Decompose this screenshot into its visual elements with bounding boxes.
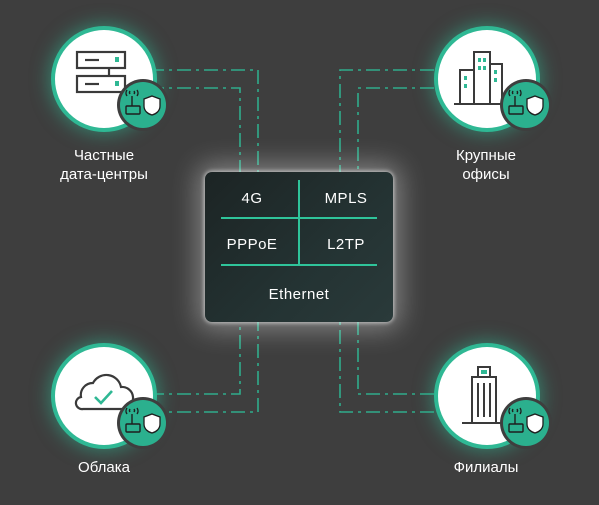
panel-divider-vertical <box>298 180 300 264</box>
router-shield-icon <box>125 407 161 434</box>
protocol-4g: 4G <box>241 190 263 207</box>
offices-label: Крупные офисы <box>406 146 566 184</box>
protocol-mpls: MPLS <box>324 190 368 207</box>
cloud-label: Облака <box>24 458 184 477</box>
protocol-l2tp: L2TP <box>327 236 365 253</box>
router-shield-icon <box>125 89 161 116</box>
branch-building-icon <box>462 366 506 424</box>
office-buildings-icon <box>454 51 512 105</box>
datacenters-label: Частные дата-центры <box>24 146 184 184</box>
cloud-label-text: Облака <box>78 459 130 476</box>
cloud-check-icon <box>74 373 135 411</box>
router-shield-badge <box>120 82 166 128</box>
protocol-ethernet: Ethernet <box>268 286 330 303</box>
datacenters-label-line1: Частные <box>73 147 135 164</box>
panel-divider-2 <box>221 264 377 266</box>
router-shield-badge <box>503 400 549 446</box>
protocol-pppoe: PPPoE <box>226 236 278 253</box>
router-shield-badge <box>503 82 549 128</box>
router-shield-icon <box>508 407 544 434</box>
router-shield-badge <box>120 400 166 446</box>
branches-label: Филиалы <box>406 458 566 477</box>
router-shield-icon <box>508 89 544 116</box>
protocols-panel: 4G MPLS PPPoE L2TP Ethernet <box>205 172 393 322</box>
offices-label-line1: Крупные <box>456 147 516 164</box>
branches-label-text: Филиалы <box>453 459 519 476</box>
server-rack-icon <box>75 50 127 94</box>
offices-label-line2: офисы <box>462 166 510 183</box>
datacenters-label-line2: дата-центры <box>60 166 148 183</box>
